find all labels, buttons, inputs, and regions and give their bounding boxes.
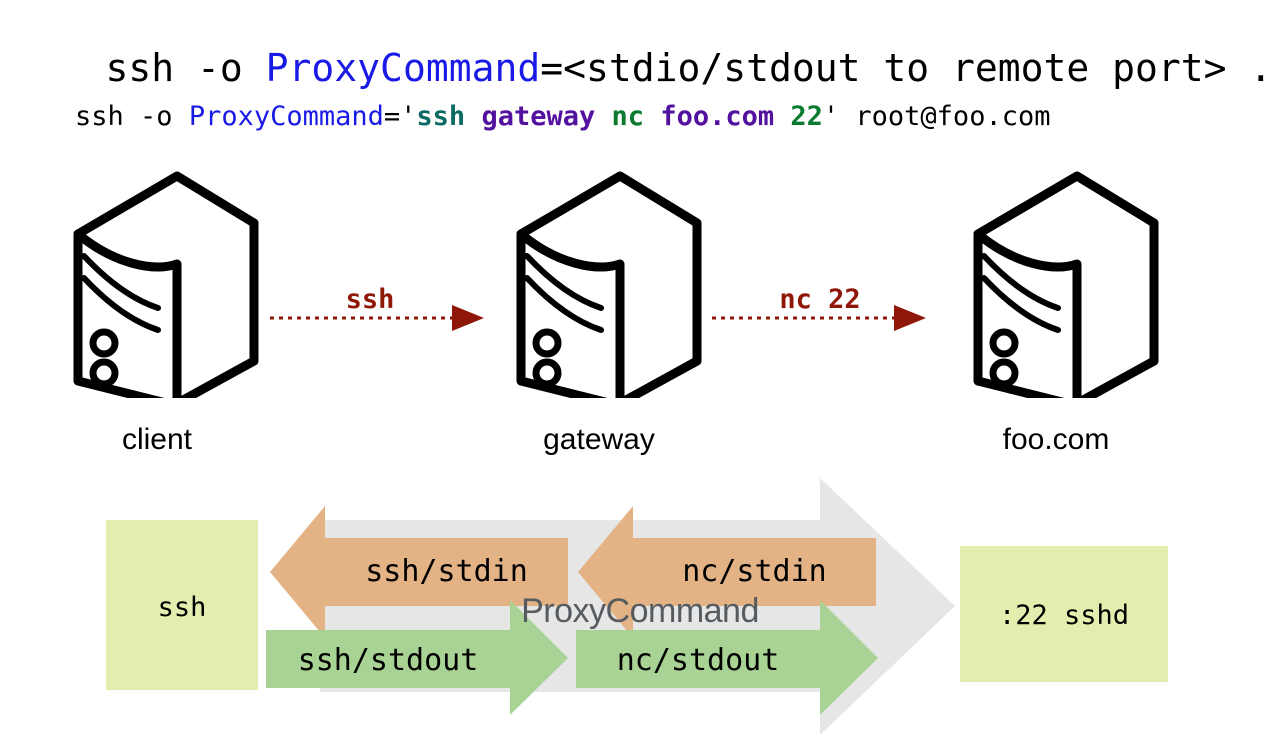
proxycommand-arrow-label: ProxyCommand [521,592,759,630]
ssh-process-box [106,520,258,690]
server-icon-foo-com [962,168,1162,398]
example-segment-2: =' [383,101,417,132]
title-segment-2: =<stdio/stdout to remote port> ... [540,46,1268,90]
example-segment-gateway: gateway [481,101,596,132]
example-segment-foocom: foo.com [660,101,775,132]
sshd-process-box-label: :22 sshd [998,600,1130,631]
ssh-stdin-arrow-label: ssh/stdin [365,554,528,589]
link-label-ssh: ssh [345,284,395,315]
title-segment-0: ssh -o [105,46,266,90]
example-segment-nc: nc [611,101,645,132]
link-arrow-gateway-foo [710,300,930,336]
example-segment-12: ' root@foo.com [822,101,1051,132]
node-label-foo-com: foo.com [1002,423,1110,456]
example-segment-ssh: ssh [416,101,466,132]
ssh-stdout-arrow-shape [266,600,568,715]
sshd-process-box [960,546,1168,682]
example-segment-0: ssh -o [75,101,189,132]
nc-stdin-arrow-shape [578,506,876,638]
ssh-proxycommand-title: ssh -o ProxyCommand=<stdio/stdout to rem… [14,2,1268,134]
ssh-process-box-label: ssh [157,592,207,623]
title-segment-proxycommand: ProxyCommand [265,46,541,90]
link-arrow-client-gateway [268,300,488,336]
server-icon-client [62,168,262,398]
ssh-stdout-arrow-label: ssh/stdout [297,643,479,678]
nc-stdin-arrow-label: nc/stdin [682,554,827,589]
node-label-client: client [121,423,193,456]
nc-stdout-arrow-label: nc/stdout [616,643,780,678]
ssh-example-command: ssh -o ProxyCommand='ssh gateway nc foo.… [10,70,1050,163]
ssh-stdin-arrow-shape [270,506,568,638]
node-label-gateway: gateway [543,423,655,456]
server-icon-gateway [505,168,705,398]
example-segment-proxycommand: ProxyCommand [188,101,384,132]
example-segment-port22: 22 [790,101,823,132]
nc-stdout-arrow-shape [576,600,878,715]
link-label-nc-22: nc 22 [779,284,861,315]
